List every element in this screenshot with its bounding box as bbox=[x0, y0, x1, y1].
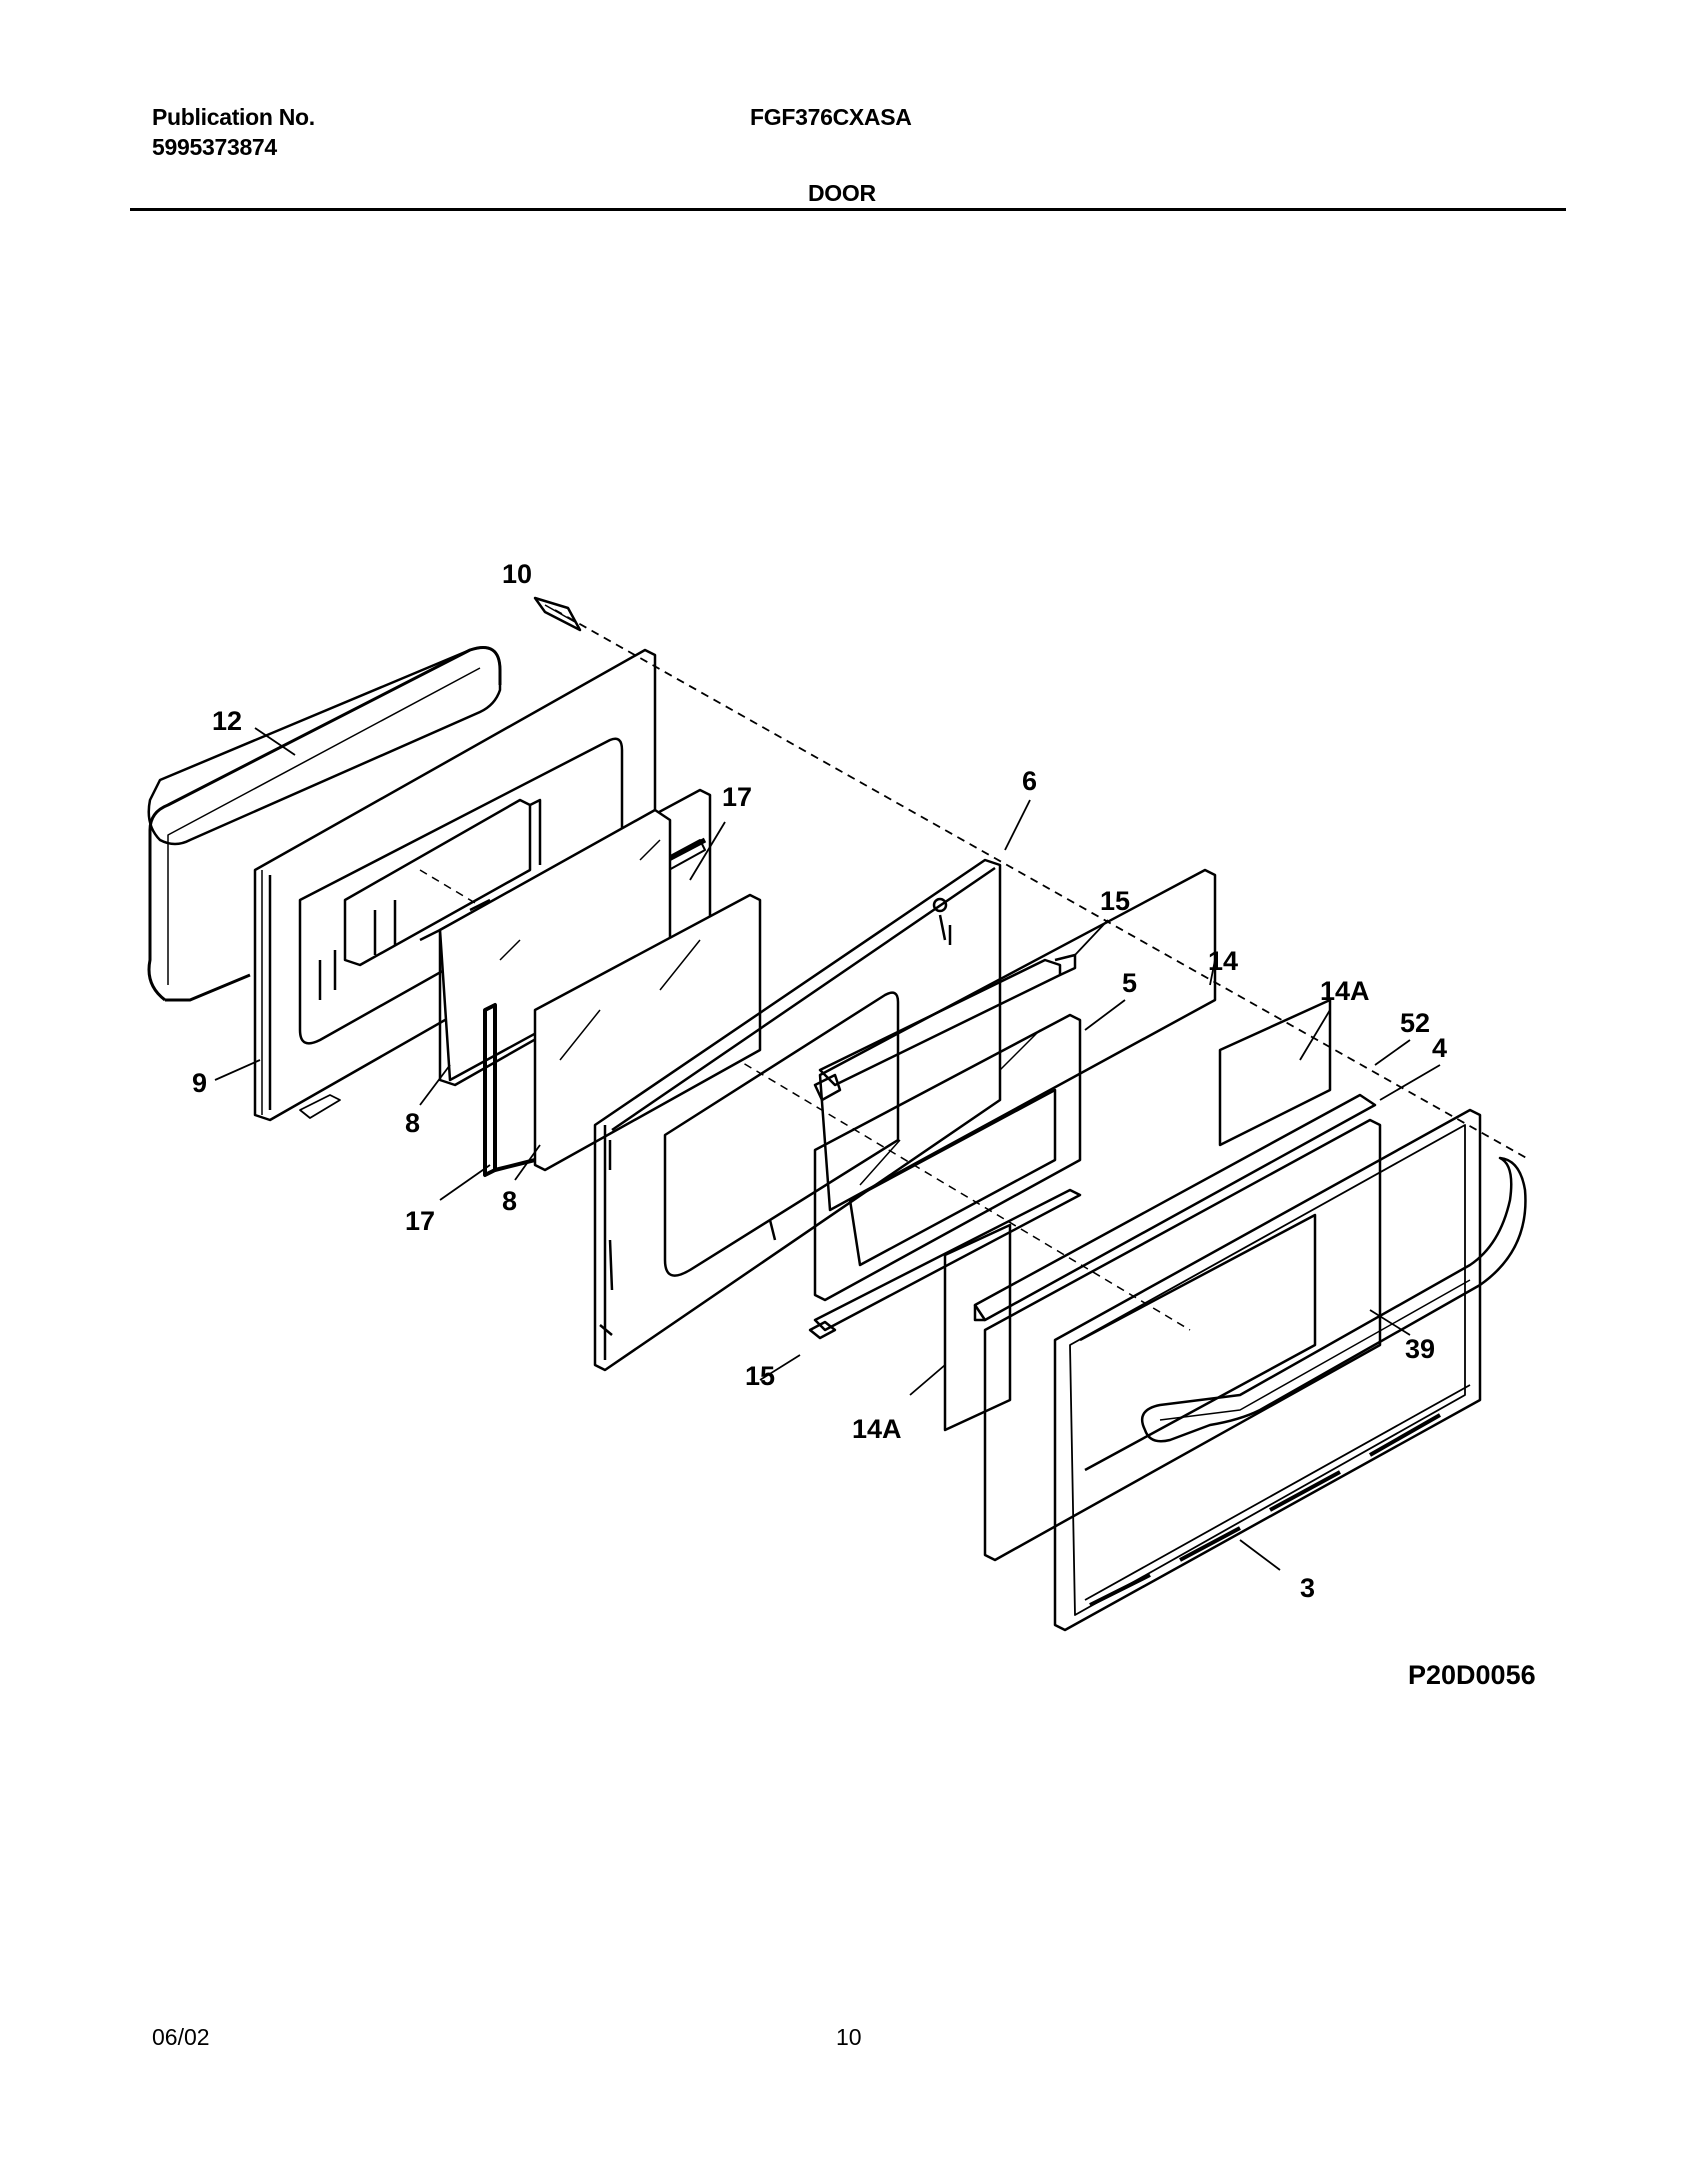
callout-39: 39 bbox=[1405, 1334, 1435, 1364]
screw-part-10 bbox=[533, 596, 582, 632]
callout-6: 6 bbox=[1022, 766, 1037, 796]
glass-panel-part-8-right bbox=[533, 893, 762, 1172]
door-handle-part-39 bbox=[1140, 1156, 1527, 1443]
callout-14a-bottom: 14A bbox=[852, 1414, 902, 1444]
alignment-dashed-line-2 bbox=[419, 869, 1191, 1331]
callout-leaders bbox=[214, 727, 1441, 1571]
vent-trim-part-52 bbox=[973, 1093, 1377, 1322]
callout-17-bottom: 17 bbox=[405, 1206, 435, 1236]
callout-8-right: 8 bbox=[502, 1186, 517, 1216]
insulation-part-14 bbox=[818, 868, 1217, 1212]
insulation-part-14a-bottom bbox=[943, 1223, 1012, 1432]
publication-date: 06/02 bbox=[152, 2024, 210, 2050]
callout-10: 10 bbox=[502, 559, 532, 589]
model-number: FGF376CXASA bbox=[750, 104, 912, 130]
callout-15-bottom: 15 bbox=[745, 1361, 775, 1391]
bracket-part-15-top bbox=[813, 953, 1077, 1102]
callout-52: 52 bbox=[1400, 1008, 1430, 1038]
insulation-part-14a-top bbox=[1218, 998, 1332, 1147]
callout-14: 14 bbox=[1208, 946, 1238, 976]
outer-door-frame-part-3 bbox=[1053, 1108, 1482, 1632]
callout-5: 5 bbox=[1122, 968, 1137, 998]
publication-label: Publication No. bbox=[152, 104, 315, 130]
callout-15-top: 15 bbox=[1100, 886, 1130, 916]
alignment-dashed-line bbox=[554, 609, 1531, 1161]
callout-3: 3 bbox=[1300, 1573, 1315, 1603]
door-gasket-part-12 bbox=[147, 646, 502, 1002]
door-inner-panel-part-6 bbox=[593, 858, 1002, 1372]
diagram-code: P20D0056 bbox=[1408, 1660, 1536, 1690]
header-rule bbox=[130, 208, 1566, 211]
section-title: DOOR bbox=[808, 180, 876, 206]
page-number: 10 bbox=[836, 2024, 862, 2050]
outer-glass-part-4 bbox=[983, 1118, 1382, 1562]
callout-14a-top: 14A bbox=[1320, 976, 1370, 1006]
glass-panel-part-8-left bbox=[438, 808, 672, 1082]
callout-17-top: 17 bbox=[722, 782, 752, 812]
glass-panel-part-5 bbox=[813, 1013, 1082, 1302]
callout-9: 9 bbox=[192, 1068, 207, 1098]
publication-number: 5995373874 bbox=[152, 134, 277, 160]
callout-8-left: 8 bbox=[405, 1108, 420, 1138]
callout-12: 12 bbox=[212, 706, 242, 736]
bracket-part-15-bottom bbox=[808, 1188, 1082, 1340]
callout-4: 4 bbox=[1432, 1033, 1447, 1063]
inner-door-liner-part-9 bbox=[253, 648, 657, 1122]
